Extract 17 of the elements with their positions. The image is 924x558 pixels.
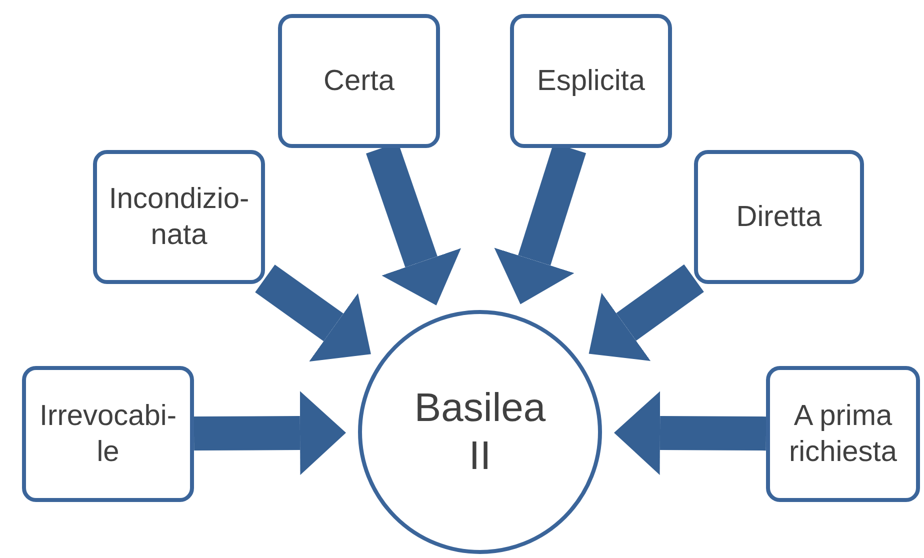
node-label: Diretta	[736, 200, 822, 235]
concept-box	[510, 14, 672, 148]
concept-box	[93, 150, 265, 284]
node-label: Irrevocabi- le	[38, 398, 178, 470]
block-arrow	[194, 390, 346, 475]
concept-box	[22, 366, 194, 502]
block-arrow	[614, 391, 766, 475]
node-label: Certa	[324, 64, 394, 99]
concept-box	[766, 366, 920, 502]
node-label: Basilea II	[413, 385, 547, 480]
concept-box	[694, 150, 864, 284]
block-arrow	[588, 264, 704, 362]
concept-box	[278, 14, 440, 148]
node-label: A prima richiesta	[788, 398, 898, 470]
node-label: Incondizio- nata	[108, 182, 250, 253]
node-label: Esplicita	[537, 64, 645, 99]
block-arrow	[255, 264, 371, 362]
